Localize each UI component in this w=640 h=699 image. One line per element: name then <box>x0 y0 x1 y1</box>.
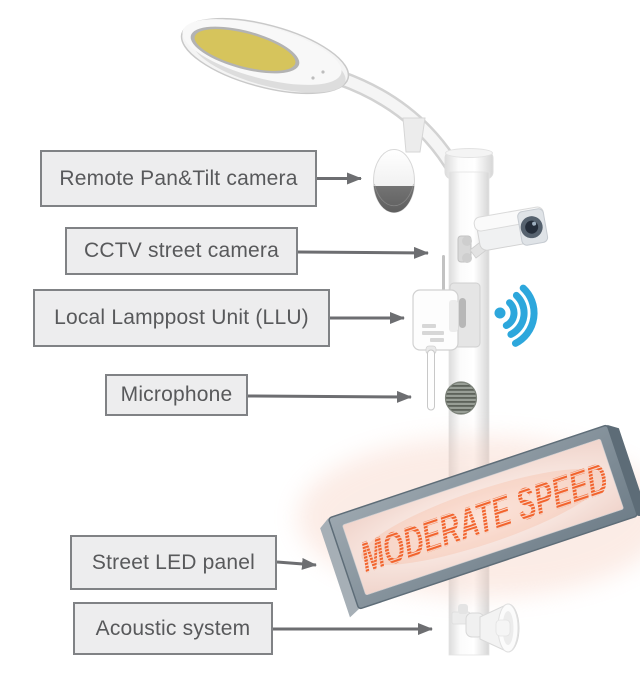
pan-tilt-dome-camera <box>373 117 426 213</box>
wifi-signal-icon <box>494 284 538 347</box>
label-acoustic-system: Acoustic system <box>73 602 273 655</box>
cctv-bullet-camera <box>457 206 549 263</box>
lamp-lens <box>194 29 296 71</box>
llu-antenna <box>442 255 445 293</box>
label-arrows <box>247 172 433 635</box>
label-local-lamppost-unit: Local Lamppost Unit (LLU) <box>33 289 330 347</box>
label-microphone: Microphone <box>105 374 248 416</box>
arrow-to-cctv-camera <box>297 246 429 259</box>
horn-speaker <box>451 603 520 653</box>
microphone-stick <box>425 345 437 411</box>
llu-box <box>412 255 481 351</box>
label-street-led-panel: Street LED panel <box>70 535 277 590</box>
label-cctv-street-camera: CCTV street camera <box>65 227 298 275</box>
arrow-to-led-panel <box>276 557 317 570</box>
street-lamp-head <box>180 17 350 95</box>
arrow-to-microphone <box>247 390 412 403</box>
led-message-panel: MODERATE SPEED <box>298 424 640 618</box>
label-remote-pan-tilt-camera: Remote Pan&Tilt camera <box>40 150 317 207</box>
speaker-grille <box>444 381 478 415</box>
